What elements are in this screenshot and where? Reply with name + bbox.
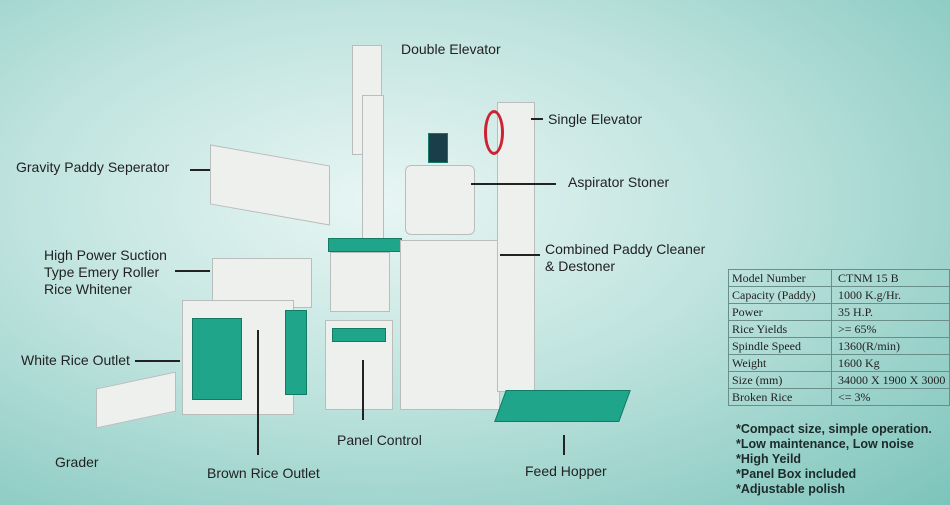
spec-name: Weight (728, 354, 832, 372)
feature-item: *Low maintenance, Low noise (736, 437, 914, 451)
arrow-icon (362, 360, 364, 420)
feature-item: *Compact size, simple operation. (736, 422, 932, 436)
spec-name: Broken Rice (728, 388, 832, 406)
spec-name: Power (728, 303, 832, 321)
whitener-door (192, 318, 242, 400)
arrow-icon (500, 254, 540, 256)
spec-name: Size (mm) (728, 371, 832, 389)
spec-row: Rice Yields>= 65% (728, 320, 950, 338)
spec-value: 34000 X 1900 X 3000 (831, 371, 950, 389)
spec-value: <= 3% (831, 388, 950, 406)
combined-cleaner (400, 240, 500, 410)
aspirator-stoner (405, 165, 475, 235)
label-brown-rice-outlet: Brown Rice Outlet (207, 465, 320, 481)
feature-item: *Panel Box included (736, 467, 857, 481)
whitener-motor (285, 310, 307, 395)
feature-item: *High Yeild (736, 452, 802, 466)
spec-value: 35 H.P. (831, 303, 950, 321)
panel-buttons (332, 328, 386, 342)
huller (330, 252, 390, 312)
spec-name: Spindle Speed (728, 337, 832, 355)
spec-value: 1360(R/min) (831, 337, 950, 355)
label-feed-hopper: Feed Hopper (525, 463, 607, 479)
feature-item: *Adjustable polish (736, 482, 846, 496)
feature-list: *Compact size, simple operation.*Low mai… (736, 422, 932, 497)
label-panel-control: Panel Control (337, 432, 422, 448)
label-line: & Destoner (545, 258, 616, 274)
label-double-elevator: Double Elevator (401, 41, 501, 57)
spec-row: Broken Rice<= 3% (728, 388, 950, 406)
huller-hopper (328, 238, 402, 252)
label-grader: Grader (55, 454, 99, 470)
spec-name: Rice Yields (728, 320, 832, 338)
grader (96, 371, 176, 429)
arrow-icon (531, 118, 543, 120)
arrow-icon (190, 169, 210, 171)
label-white-rice-outlet: White Rice Outlet (21, 352, 130, 368)
arrow-icon (135, 360, 180, 362)
arrow-icon (471, 183, 556, 185)
spec-value: >= 65% (831, 320, 950, 338)
single-elevator (497, 102, 535, 392)
label-combined-cleaner: Combined Paddy Cleaner& Destoner (545, 241, 705, 275)
arrow-icon (563, 435, 565, 455)
spec-value: 1000 K.g/Hr. (831, 286, 950, 304)
arrow-icon (257, 330, 259, 455)
label-line: High Power Suction (44, 247, 167, 263)
label-aspirator-stoner: Aspirator Stoner (568, 174, 670, 190)
feed-hopper (494, 390, 631, 422)
label-single-elevator: Single Elevator (548, 111, 643, 127)
stoner-motor (428, 133, 448, 163)
label-line: Rice Whitener (44, 281, 132, 297)
spec-row: Size (mm)34000 X 1900 X 3000 (728, 371, 950, 389)
gravity-separator (210, 144, 330, 226)
spec-name: Model Number (728, 269, 832, 287)
label-line: Type Emery Roller (44, 264, 160, 280)
label-line: Combined Paddy Cleaner (545, 241, 706, 257)
spec-value: CTNM 15 B (831, 269, 950, 287)
label-gravity-separator: Gravity Paddy Seperator (16, 159, 170, 175)
arrow-icon (175, 270, 210, 272)
spec-row: Capacity (Paddy)1000 K.g/Hr. (728, 286, 950, 304)
spec-value: 1600 Kg (831, 354, 950, 372)
spec-name: Capacity (Paddy) (728, 286, 832, 304)
elevator-wheel (484, 110, 504, 155)
